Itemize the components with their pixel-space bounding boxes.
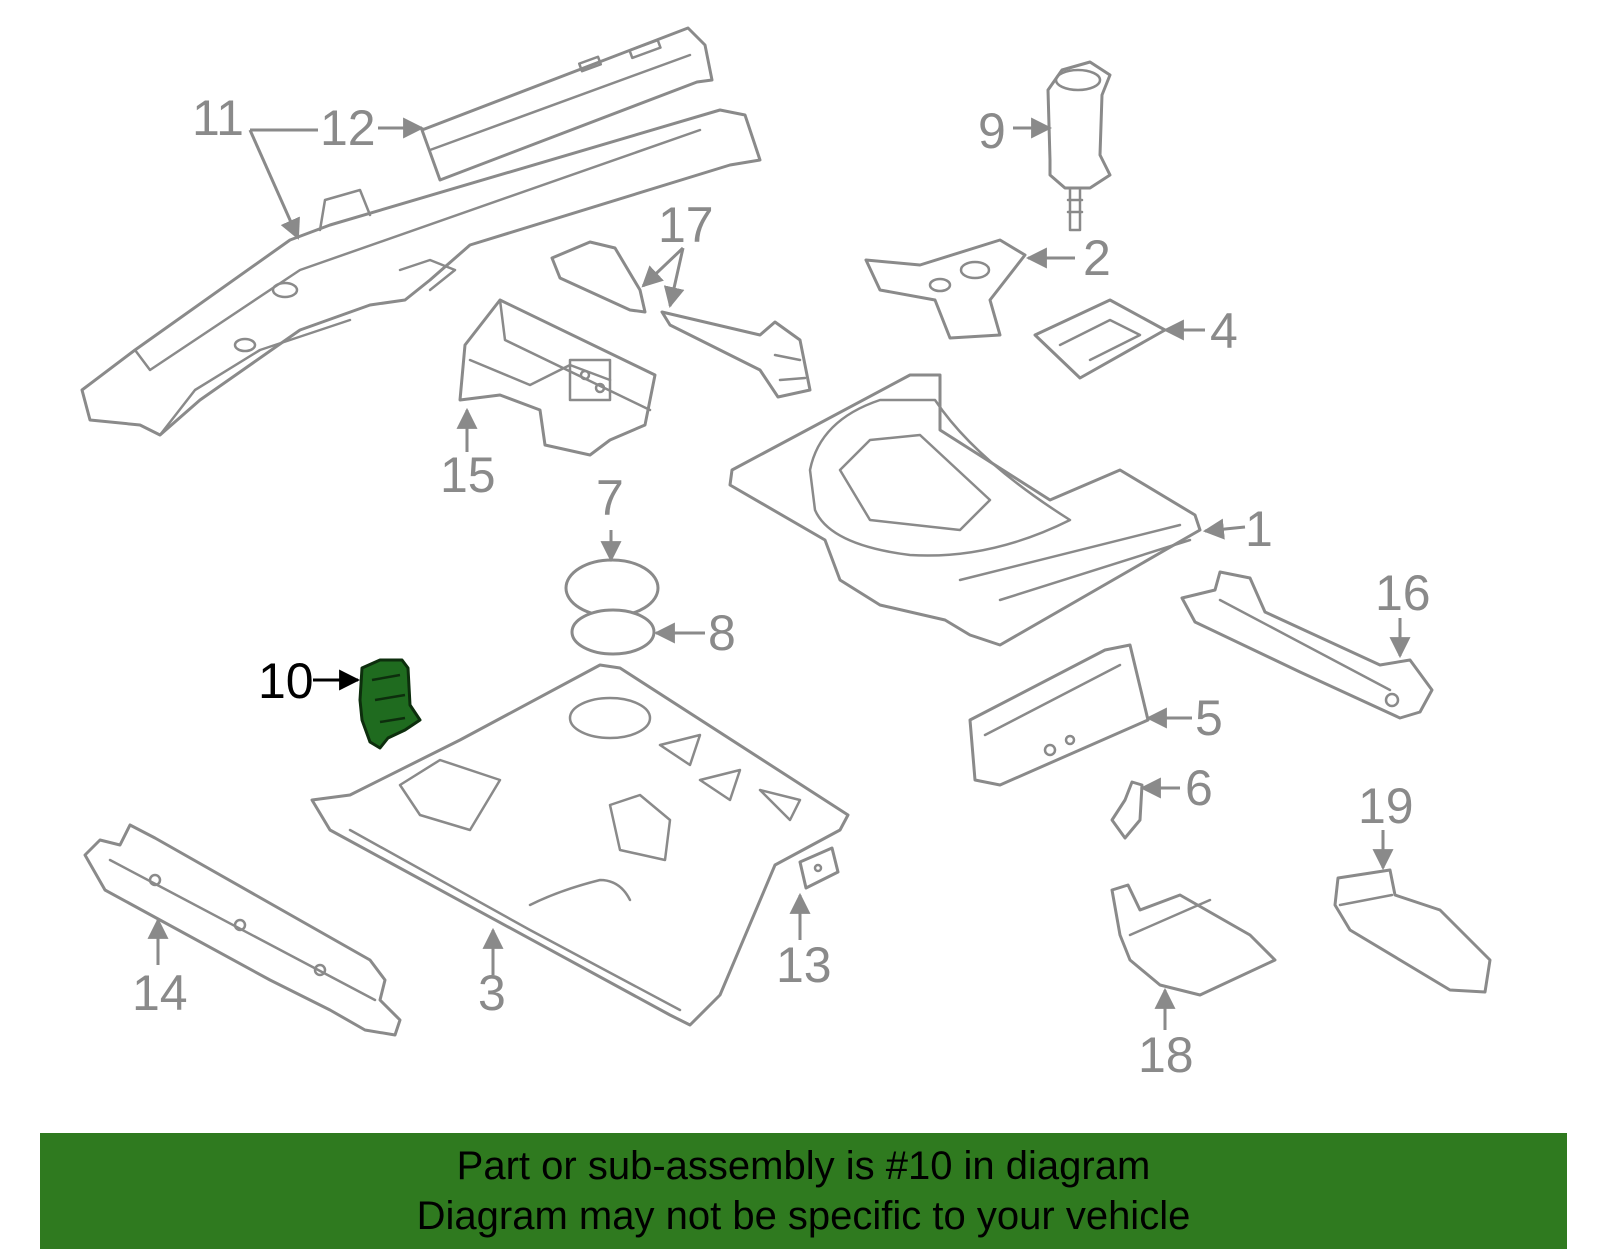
part-10-highlighted[interactable]	[358, 658, 422, 750]
callout-1: 1	[1245, 501, 1273, 557]
callout-2: 2	[1083, 230, 1111, 286]
part-1-trunk-floor[interactable]	[728, 373, 1202, 647]
callout-8: 8	[708, 605, 736, 661]
banner-line-2: Diagram may not be specific to your vehi…	[416, 1194, 1191, 1238]
callout-17: 17	[658, 197, 714, 253]
part-6-bracket[interactable]	[1110, 780, 1144, 840]
callout-12: 12	[320, 100, 376, 156]
callout-6: 6	[1185, 760, 1213, 816]
part-11-frame-rail[interactable]	[80, 108, 762, 437]
part-2-bracket[interactable]	[864, 238, 1027, 340]
part-8-seal[interactable]	[570, 608, 656, 656]
callout-10: 10	[258, 653, 314, 709]
part-3-floor-pan[interactable]	[310, 663, 850, 1027]
part-4-plate[interactable]	[1033, 298, 1167, 380]
callout-3: 3	[478, 965, 506, 1021]
callout-14: 14	[132, 965, 188, 1021]
part-19-bracket[interactable]	[1333, 868, 1492, 994]
parts-diagram: 1 2 3 4 5 6 7 8 9 10 11 12 13 14 15 16 1…	[80, 26, 1492, 1083]
part-16-side-rail[interactable]	[1180, 570, 1434, 720]
callout-19: 19	[1358, 778, 1414, 834]
leader-lines	[147, 117, 1411, 1030]
part-5-crossmember[interactable]	[968, 643, 1150, 787]
part-12-reinforcement[interactable]	[420, 26, 714, 182]
callout-13: 13	[776, 937, 832, 993]
callout-5: 5	[1195, 690, 1223, 746]
banner-line-1: Part or sub-assembly is #10 in diagram	[456, 1144, 1151, 1188]
part-14-rail[interactable]	[83, 823, 402, 1037]
callout-7: 7	[596, 470, 624, 526]
callout-9: 9	[978, 103, 1006, 159]
callout-18: 18	[1138, 1027, 1194, 1083]
callout-4: 4	[1210, 303, 1238, 359]
part-7-cover[interactable]	[564, 558, 660, 618]
callout-15: 15	[440, 447, 496, 503]
callout-16: 16	[1375, 565, 1431, 621]
part-15-crossmember[interactable]	[458, 298, 657, 457]
part-17-brackets[interactable]	[550, 240, 812, 399]
callout-11: 11	[192, 90, 244, 146]
part-18-shield[interactable]	[1110, 883, 1277, 997]
callout-labels: 1 2 3 4 5 6 7 8 9 10 11 12 13 14 15 16 1…	[132, 90, 1431, 1083]
part-9-jack[interactable]	[1046, 60, 1112, 232]
part-13-plate[interactable]	[798, 846, 840, 890]
info-banner: Part or sub-assembly is #10 in diagram D…	[40, 1133, 1567, 1249]
